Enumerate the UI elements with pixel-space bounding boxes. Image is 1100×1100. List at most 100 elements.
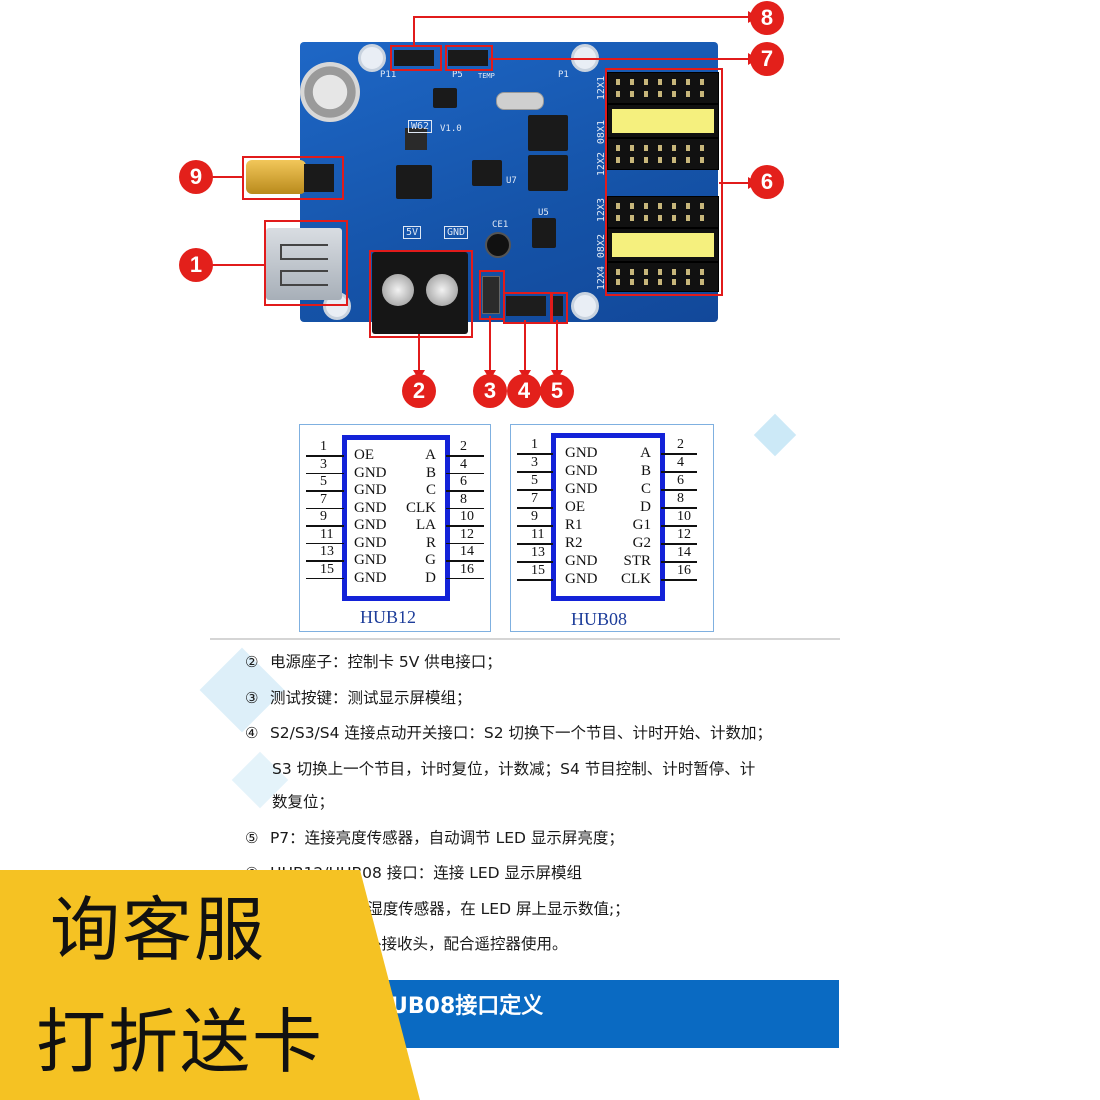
pin-signal-right: C — [640, 481, 651, 497]
pin-number-right: 4 — [460, 456, 467, 472]
pin-number-right: 6 — [677, 473, 684, 488]
callout-box-3 — [479, 270, 505, 320]
description-line: 数复位； — [272, 790, 334, 812]
pin-lead-left — [306, 455, 344, 457]
pin-signal-right: LA — [416, 517, 436, 533]
capacitor — [485, 232, 511, 258]
description-line: S3 切换上一个节目，计时复位，计数减；S4 节目控制、计时暂停、计 — [272, 757, 755, 779]
pin-lead-left — [306, 490, 344, 492]
pin-number-left: 5 — [320, 474, 327, 489]
pin-signal-left: GND — [354, 499, 387, 516]
pin-number-left: 15 — [320, 561, 334, 577]
pin-lead-right — [446, 472, 484, 474]
item-text: S2/S3/S4 连接点动开关接口：S2 切换下一个节目、计时开始、计数加； — [269, 724, 773, 742]
ic-chip — [532, 218, 556, 248]
hub12-header-4 — [607, 262, 719, 292]
callout-box-1 — [264, 220, 348, 306]
description-line: ③ 测试按键：测试显示屏模组； — [245, 686, 471, 708]
hub12-ic-body — [342, 435, 450, 601]
ic-chip — [472, 160, 502, 186]
pin-lead-left — [517, 525, 553, 527]
pin-lead-left — [517, 507, 553, 509]
hub12-header-2 — [607, 138, 719, 170]
pin-signal-right: A — [640, 445, 651, 461]
pin-lead-right — [446, 525, 484, 527]
callout-badge-6: 6 — [750, 165, 784, 199]
callout-box-6 — [605, 68, 723, 296]
callout-box-5 — [550, 292, 568, 324]
description-line: ② 电源座子：控制卡 5V 供电接口； — [245, 650, 502, 672]
callout-badge-3: 3 — [473, 374, 507, 408]
u5-label: U5 — [538, 208, 549, 218]
pin-number-left: 15 — [531, 563, 545, 578]
hub08-header-2 — [607, 228, 719, 262]
pin-lead-right — [446, 560, 484, 562]
pin-number-left: 1 — [320, 439, 327, 454]
pin-number-left: 11 — [320, 526, 334, 542]
description-line: 外接收头，配合遥控器使用。 — [366, 932, 568, 954]
pin-number-right: 12 — [677, 527, 691, 542]
pin-number-right: 10 — [677, 509, 691, 524]
u7-label: U7 — [506, 176, 517, 186]
item-text: S3 切换上一个节目，计时复位，计数减；S4 节目控制、计时暂停、计 — [272, 760, 756, 778]
pin-number-left: 7 — [320, 491, 327, 507]
pin-lead-right — [661, 543, 697, 545]
pin-number-left: 1 — [531, 437, 538, 452]
pin-lead-left — [517, 579, 553, 581]
pin-signal-right: R — [425, 534, 436, 551]
pin-signal-left: GND — [565, 463, 598, 479]
callout-box-8 — [390, 45, 442, 71]
pin-number-left: 13 — [531, 545, 545, 560]
pin-number-left: 3 — [320, 456, 327, 472]
item-marker: ② — [245, 653, 259, 671]
leader-line-9 — [208, 176, 244, 178]
item-text: /湿度传感器，在 LED 屏上显示数值;； — [362, 900, 630, 918]
pin-lead-right — [661, 453, 697, 455]
pin-signal-right: G — [425, 552, 436, 568]
pin-lead-left — [306, 525, 344, 527]
pin-signal-right: D — [640, 499, 651, 515]
pin-lead-left — [306, 560, 344, 562]
callout-badge-2: 2 — [402, 374, 436, 408]
pin-lead-left — [517, 543, 553, 545]
pin-signal-left: GND — [354, 464, 387, 481]
pin-lead-right — [446, 542, 484, 544]
item-marker: ⑤ — [245, 829, 259, 847]
leader-line-2 — [418, 334, 420, 376]
coin-battery — [300, 62, 360, 122]
pin-number-right: 6 — [460, 474, 467, 489]
pin-number-right: 14 — [677, 545, 691, 560]
power-terminal — [372, 252, 468, 334]
callout-badge-7: 7 — [750, 42, 784, 76]
pin-lead-left — [517, 561, 553, 563]
leader-line-5 — [556, 320, 558, 376]
hub12-header-3 — [607, 196, 719, 228]
version-label: V1.0 — [440, 124, 462, 134]
pin-signal-left: GND — [354, 552, 387, 568]
header-p5 — [448, 50, 488, 66]
pin-number-left: 3 — [531, 455, 538, 470]
pin-signal-left: GND — [565, 445, 598, 461]
promo-banner[interactable]: 询客服 打折送卡 — [0, 870, 420, 1100]
pin-lead-right — [661, 579, 697, 581]
pin-number-right: 2 — [460, 439, 467, 454]
callout-box-4 — [503, 292, 553, 324]
item-text: 外接收头，配合遥控器使用。 — [366, 935, 568, 953]
description-line: ⑤ P7：连接亮度传感器，自动调节 LED 显示屏亮度； — [245, 826, 624, 848]
callout-box-2 — [369, 250, 473, 338]
antenna-socket — [304, 164, 334, 192]
description-line: ④ S2/S3/S4 连接点动开关接口：S2 切换下一个节目、计时开始、计数加； — [245, 721, 772, 743]
5v-label: 5V — [403, 226, 422, 239]
pin-lead-right — [446, 577, 484, 579]
p7-header — [551, 296, 563, 316]
pin-lead-left — [517, 489, 553, 491]
pin-signal-left: GND — [354, 482, 387, 498]
callout-badge-4: 4 — [507, 374, 541, 408]
leader-line-7 — [489, 58, 751, 60]
pin-number-right: 2 — [677, 437, 684, 452]
p5-label: P5 — [452, 70, 463, 80]
leader-line-3 — [489, 316, 491, 376]
callout-box-7 — [445, 45, 493, 71]
mounting-hole — [358, 44, 386, 72]
